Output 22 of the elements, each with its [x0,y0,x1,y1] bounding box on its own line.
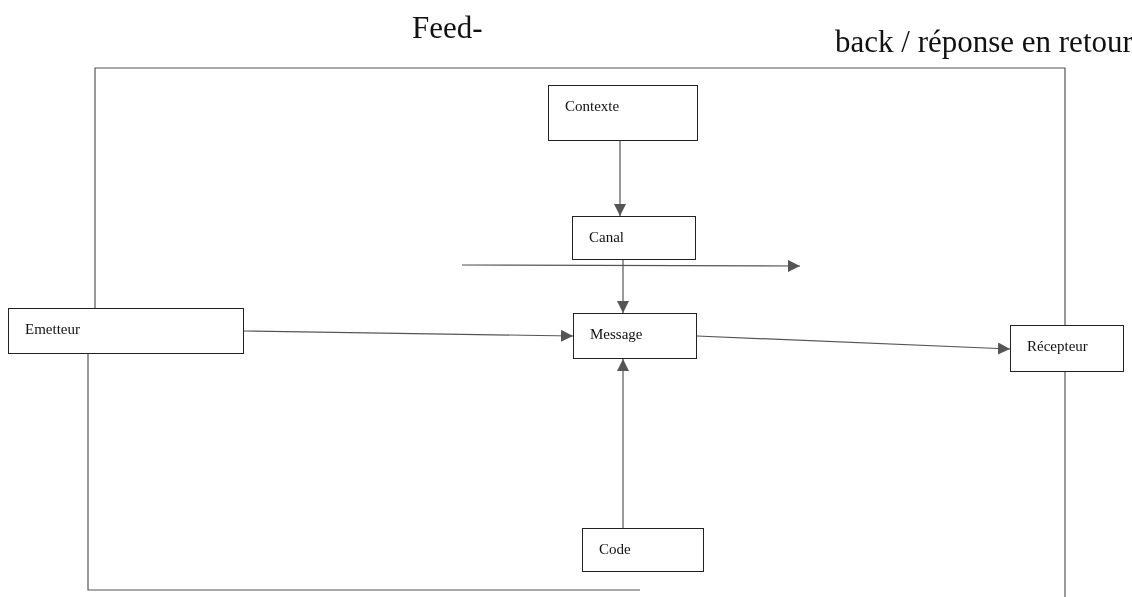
feedback-line [87,353,641,591]
process-box [8,308,244,354]
feedback-label: Feed- [412,10,483,46]
feedback-line [1064,371,1066,597]
box-label: Récepteur [1027,338,1088,354]
process-box [1010,325,1124,372]
arrow [243,329,574,342]
process-box [582,528,704,572]
feedback-label: back / réponse en retour [835,24,1132,60]
box-label: Emetteur [25,321,80,337]
arrow [617,259,629,314]
box-label: Contexte [565,98,620,114]
box-label: Code [599,541,631,557]
feedback-line [94,67,1066,326]
arrow [617,358,629,529]
box-label: Canal [589,229,624,245]
arrow [696,335,1011,355]
process-box [573,313,697,359]
process-box [548,85,698,141]
box-label: Message [590,326,643,342]
arrow [614,140,626,217]
process-box [572,216,696,260]
